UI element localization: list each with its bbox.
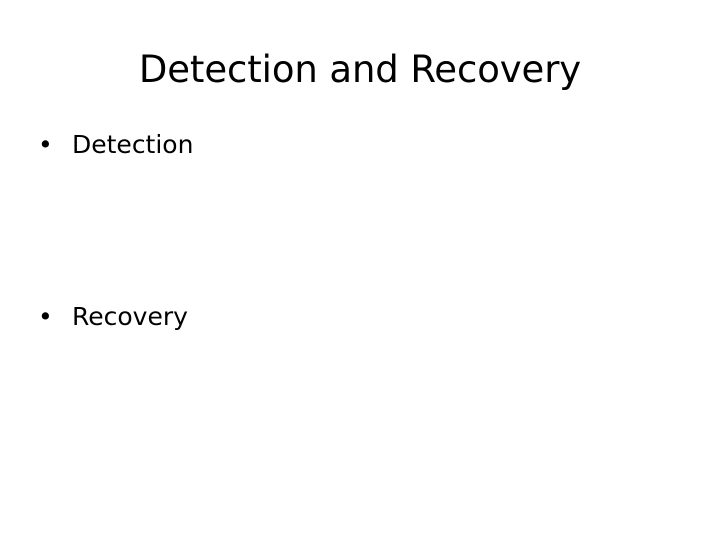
bullet-point-icon: • [38, 130, 53, 159]
bullet-point-icon: • [38, 302, 53, 331]
bullet-item-label: Recovery [72, 302, 188, 331]
bullet-item-label: Detection [72, 130, 194, 159]
list-item: • Recovery [38, 300, 658, 334]
list-item: • Detection [38, 128, 658, 162]
slide-bullet-list: • Detection • Recovery [38, 128, 658, 334]
slide-title: Detection and Recovery [138, 48, 582, 91]
